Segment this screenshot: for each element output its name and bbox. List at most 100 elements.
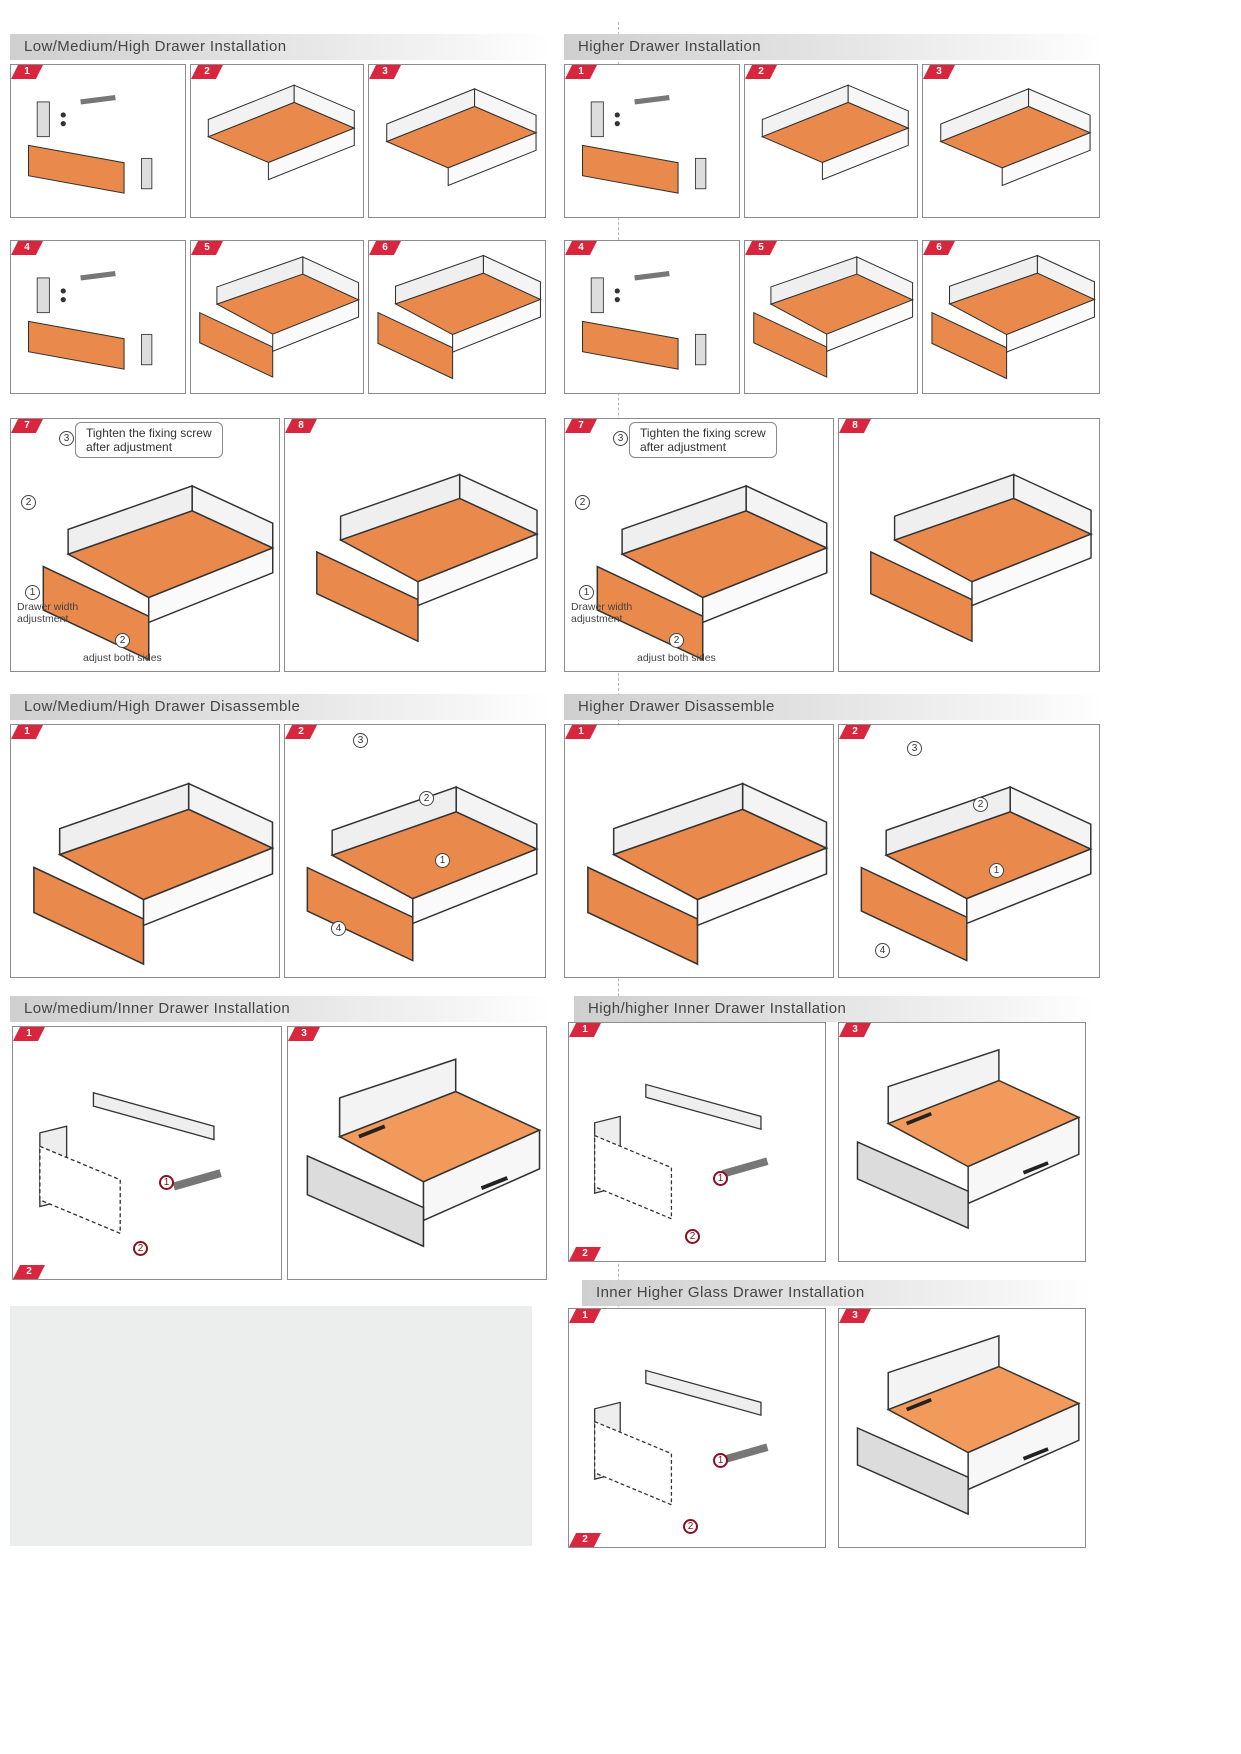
- step-badge: 2: [569, 1247, 601, 1261]
- callout-number: 2: [419, 791, 434, 806]
- step-badge: 2: [285, 725, 317, 739]
- adjust-both-sides-label: adjust both sides: [83, 652, 162, 664]
- glass-drawer-illustration: [855, 1333, 1081, 1517]
- drawer-box-screws-illustration: [386, 88, 537, 187]
- callout-number: 3: [353, 733, 368, 748]
- drawer-box-illustration: [207, 84, 355, 181]
- step-badge: 1: [13, 1027, 45, 1041]
- step-badge: 1: [565, 65, 597, 79]
- glass-step-3: 3: [838, 1308, 1086, 1548]
- step-badge: 2: [745, 65, 777, 79]
- callout-number: 3: [613, 431, 628, 446]
- step-badge: 1: [569, 1309, 601, 1323]
- section-title-inner-glass-install: Inner Higher Glass Drawer Installation: [582, 1280, 1092, 1306]
- front-panel-illustration: [565, 241, 739, 393]
- callout-number: 1: [435, 853, 450, 868]
- step-badge: 3: [369, 65, 401, 79]
- insert-drawer-illustration: [931, 254, 1096, 380]
- pull-drawer-illustration: [33, 782, 274, 965]
- step-badge: 2: [191, 65, 223, 79]
- callout-number: 4: [875, 943, 890, 958]
- glass-parts-illustration: [569, 1309, 825, 1547]
- glass-step-1-2: 1 2 1 2: [568, 1308, 826, 1548]
- callout-number: 4: [331, 921, 346, 936]
- drawer-parts-illustration: [11, 65, 185, 217]
- disassemble-step-2: 2 3 2 1 4: [838, 724, 1100, 978]
- step-badge: 1: [565, 725, 597, 739]
- callout-number: 2: [115, 633, 130, 648]
- step-panel-2: 2: [190, 64, 364, 218]
- section-title-lmh-install: Low/Medium/High Drawer Installation: [10, 34, 550, 60]
- tighten-screw-callout: Tighten the fixing screw after adjustmen…: [629, 422, 777, 458]
- insert-drawer-illustration: [377, 254, 542, 380]
- drawer-parts-illustration: [565, 65, 739, 217]
- step-panel-5: 5: [190, 240, 364, 394]
- step-badge: 4: [565, 241, 597, 255]
- step-panel-5: 5: [744, 240, 918, 394]
- inner-parts-illustration: [569, 1023, 825, 1261]
- callout-number: 1: [713, 1171, 728, 1186]
- step-badge: 7: [11, 419, 43, 433]
- callout-number: 2: [973, 797, 988, 812]
- tighten-screw-callout: Tighten the fixing screw after adjustmen…: [75, 422, 223, 458]
- step-badge: 8: [285, 419, 317, 433]
- pull-drawer-illustration: [587, 782, 828, 965]
- step-panel-6: 6: [922, 240, 1100, 394]
- step-badge: 3: [923, 65, 955, 79]
- callout-number: 3: [59, 431, 74, 446]
- disassemble-step-1: 1: [10, 724, 280, 978]
- step-panel-8: 8: [838, 418, 1100, 672]
- step-badge: 1: [11, 65, 43, 79]
- inner-step-1-2: 1 2 1 2: [568, 1022, 826, 1262]
- inner-drawer-illustration: [288, 1027, 546, 1279]
- step-badge: 6: [923, 241, 955, 255]
- step-badge: 1: [569, 1023, 601, 1037]
- callout-number: 2: [133, 1241, 148, 1256]
- disassemble-step-1: 1: [564, 724, 834, 978]
- width-adjust-label: Drawer width adjustment: [17, 601, 79, 625]
- front-panel-illustration: [11, 241, 185, 393]
- remove-front-illustration: [306, 786, 538, 962]
- disassemble-step-2: 2 3 2 1 4: [284, 724, 546, 978]
- callout-number: 1: [159, 1175, 174, 1190]
- step-badge: 8: [839, 419, 871, 433]
- step-panel-7: 7 Tighten the fixing screw after adjustm…: [564, 418, 834, 672]
- adjust-both-sides-label: adjust both sides: [637, 652, 716, 664]
- section-title-higher-disassemble: Higher Drawer Disassemble: [564, 694, 1104, 720]
- step-panel-7: 7 Tighten the fixing screw after adjustm…: [10, 418, 280, 672]
- remove-front-illustration: [860, 786, 1092, 962]
- callout-number: 3: [907, 741, 922, 756]
- callout-number: 2: [683, 1519, 698, 1534]
- inner-drawer-illustration: [855, 1047, 1081, 1231]
- callout-number: 2: [575, 495, 590, 510]
- mounted-drawer-illustration: [869, 473, 1092, 643]
- drawer-box-illustration: [761, 84, 909, 181]
- step-badge: 3: [288, 1027, 320, 1041]
- step-panel-1: 1: [10, 64, 186, 218]
- step-panel-4: 4: [564, 240, 740, 394]
- section-title-lm-inner-install: Low/medium/Inner Drawer Installation: [10, 996, 550, 1022]
- inner-parts-illustration: [13, 1027, 281, 1279]
- step-badge: 4: [11, 241, 43, 255]
- step-panel-1: 1: [564, 64, 740, 218]
- callout-number: 1: [579, 585, 594, 600]
- callout-number: 1: [713, 1453, 728, 1468]
- blank-area: [10, 1306, 532, 1546]
- step-badge: 7: [565, 419, 597, 433]
- width-adjust-label: Drawer width adjustment: [571, 601, 633, 625]
- step-panel-3: 3: [922, 64, 1100, 218]
- mounted-drawer-illustration: [315, 473, 538, 643]
- section-title-hh-inner-install: High/higher Inner Drawer Installation: [574, 996, 1094, 1022]
- inner-step-3: 3: [838, 1022, 1086, 1262]
- step-badge: 2: [13, 1265, 45, 1279]
- attach-front-illustration: [199, 256, 360, 378]
- callout-number: 1: [989, 863, 1004, 878]
- drawer-box-screws-illustration: [940, 88, 1091, 187]
- inner-step-3: 3: [287, 1026, 547, 1280]
- callout-number: 2: [669, 633, 684, 648]
- step-panel-6: 6: [368, 240, 546, 394]
- section-title-higher-install: Higher Drawer Installation: [564, 34, 1104, 60]
- callout-number: 2: [685, 1229, 700, 1244]
- step-badge: 5: [191, 241, 223, 255]
- step-badge: 5: [745, 241, 777, 255]
